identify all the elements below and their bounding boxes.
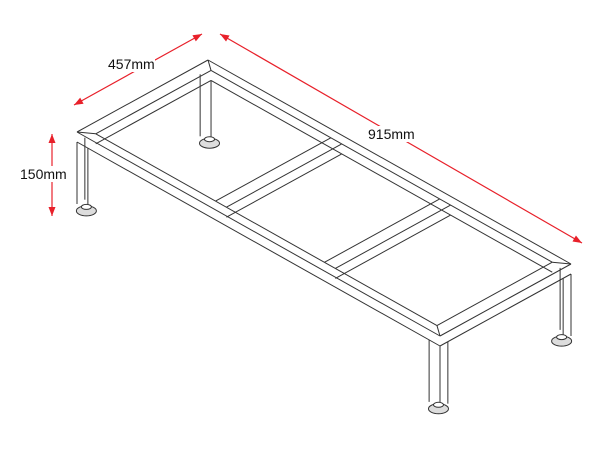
height-dimension-arrow-head — [48, 207, 56, 216]
width-dimension-arrow-head — [74, 97, 84, 105]
foot-bolt — [204, 136, 216, 143]
corner-joint — [436, 325, 441, 337]
frame-edge — [76, 131, 441, 337]
crossbar-edge — [226, 143, 342, 208]
length-dimension-arrow-head — [220, 34, 230, 42]
crossbar-edge — [335, 204, 451, 269]
frame-edge — [76, 59, 209, 133]
length-dimension-arrow-head — [572, 235, 582, 243]
width-dimension-arrow-head — [192, 34, 202, 42]
crossbar-edge — [335, 214, 451, 279]
crossbar-edge — [215, 137, 332, 202]
corner-joint — [76, 131, 96, 135]
frame-edge — [439, 263, 572, 337]
foot-bolt — [556, 334, 568, 341]
frame-edge — [207, 59, 572, 265]
frame-edge — [95, 80, 212, 145]
height-dimension-arrow-head — [48, 134, 56, 143]
frame-edge — [95, 133, 438, 326]
foot-bolt — [80, 203, 92, 210]
frame-edge — [210, 80, 553, 273]
frame-edge — [436, 261, 553, 326]
frame-edge — [210, 70, 553, 263]
corner-joint — [207, 59, 212, 71]
height-label: 150mm — [20, 166, 67, 182]
width-label: 457mm — [108, 56, 155, 72]
frame-edge — [439, 273, 572, 347]
crossbar-edge — [324, 198, 440, 263]
frame-edge — [76, 141, 441, 347]
corner-joint — [552, 261, 572, 265]
crossbar-edge — [226, 153, 342, 218]
foot-bolt — [432, 401, 444, 408]
frame-edge — [95, 70, 212, 135]
length-label: 915mm — [368, 126, 415, 142]
